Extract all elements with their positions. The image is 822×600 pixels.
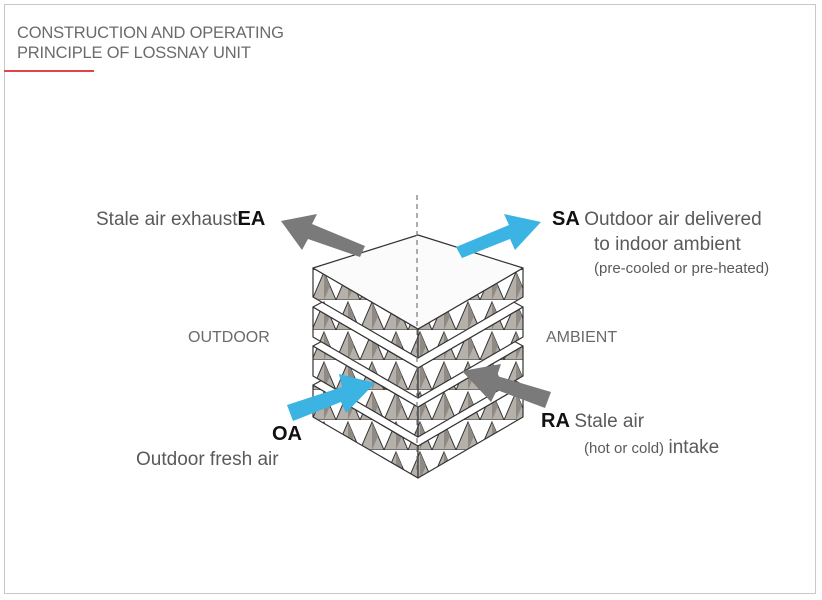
ra-code: RA: [541, 410, 570, 432]
sa-description-line-2: to indoor ambient: [594, 234, 741, 255]
heat-exchanger-core: [312, 234, 524, 479]
title-line-2: PRINCIPLE OF LOSSNAY UNIT: [17, 44, 251, 62]
sa-note: (pre-cooled or pre-heated): [594, 260, 770, 277]
ra-note: (hot or cold): [584, 440, 665, 457]
ea-code: EA: [237, 208, 266, 230]
ra-arrow: [462, 364, 551, 408]
oa-code: OA: [272, 423, 302, 445]
title-line-1: CONSTRUCTION AND OPERATING: [17, 24, 284, 42]
ra-label: RA Stale air: [541, 410, 644, 433]
oa-arrow: [287, 374, 375, 421]
sa-code: SA: [552, 208, 580, 230]
ea-description: Stale air exhaust: [96, 209, 238, 230]
core-layer-1: [312, 234, 524, 359]
ra-description-line-1: Stale air: [574, 411, 645, 432]
oa-description: Outdoor fresh air: [136, 449, 279, 470]
ambient-zone-label: AMBIENT: [546, 329, 618, 346]
outdoor-zone-label: OUTDOOR: [188, 329, 270, 346]
ea-label: Stale air exhaustEA: [96, 208, 265, 231]
sa-arrow: [456, 214, 541, 258]
sa-label: SA Outdoor air delivered: [552, 208, 762, 231]
ea-arrow: [281, 214, 365, 257]
diagram-title: CONSTRUCTION AND OPERATING PRINCIPLE OF …: [17, 23, 284, 63]
title-underline: [4, 70, 94, 72]
ra-description-line-2: intake: [668, 437, 720, 458]
ra-description-line-2-wrap: (hot or cold) intake: [584, 437, 719, 459]
sa-description-line-1: Outdoor air delivered: [584, 209, 762, 230]
